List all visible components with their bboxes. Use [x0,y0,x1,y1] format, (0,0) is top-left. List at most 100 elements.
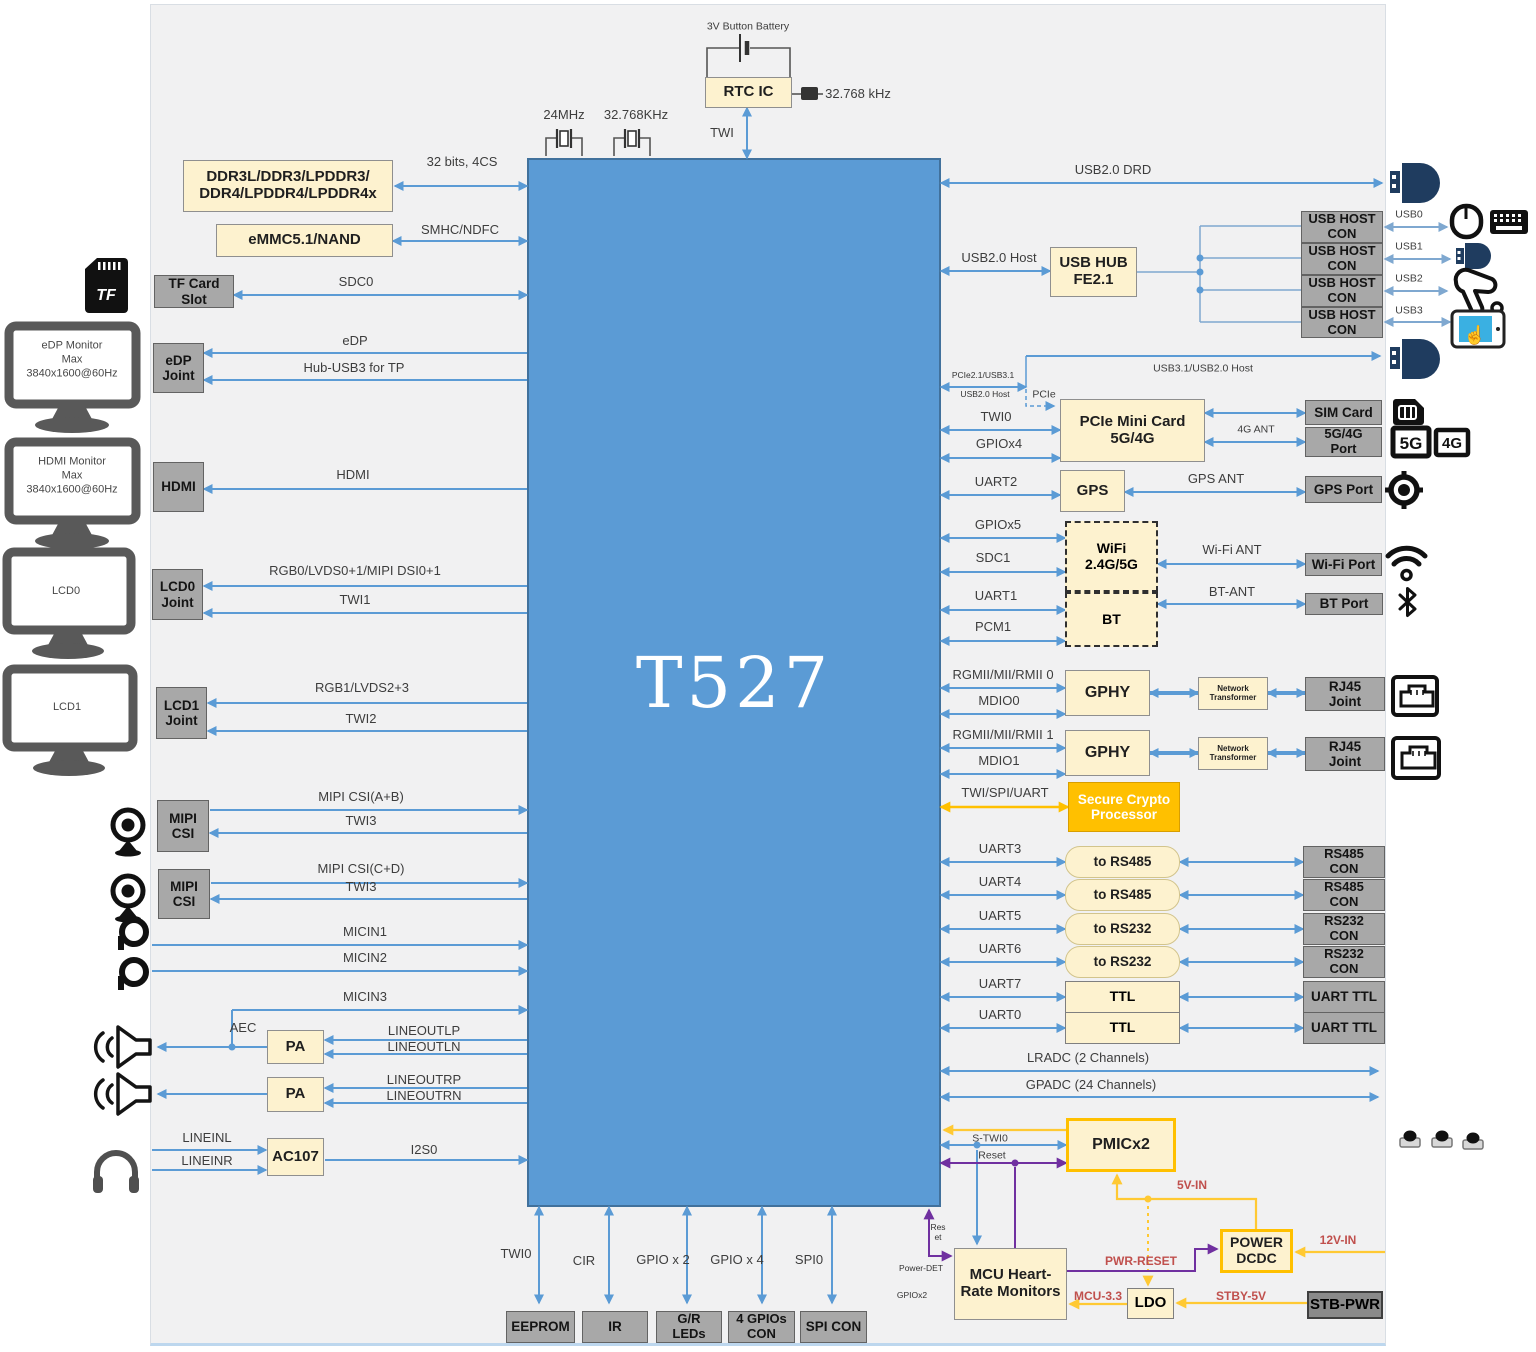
bus-uart0: UART0 [978,1007,1022,1023]
svg-text:☝: ☝ [1464,324,1486,346]
bus-s-twi0: S-TWI0 [972,1132,1008,1145]
rs485-conv-1-label: to RS485 [1093,887,1152,903]
bus-twi3-b: TWI3 [345,879,377,895]
lcd1-monitor-icon [2,664,138,776]
bus-sdc0: SDC0 [338,274,374,290]
rs232-conv-0: to RS232 [1065,913,1180,945]
rs232-conv-1-label: to RS232 [1093,954,1152,970]
rtc-crystal-icon [792,87,823,100]
ttl-conv-0-label: TTL [1109,988,1136,1005]
rtc-ic-label: RTC IC [723,83,774,101]
rs485-con-0: RS485 CON [1303,846,1385,878]
bus-uart5: UART5 [978,908,1022,924]
hdmi-monitor-icon [4,437,141,549]
bus-rgb0: RGB0/LVDS0+1/MIPI DSI0+1 [269,563,441,579]
ldo-label: LDO [1134,1294,1167,1312]
bus-twi0-btm: TWI0 [500,1246,532,1262]
bus-usb2: USB2 [1395,272,1423,285]
bus-mdio0: MDIO0 [978,693,1020,709]
bus-mipi-cd: MIPI CSI(C+D) [317,861,405,877]
rs232-con-0-label: RS232 CON [1324,913,1364,943]
pcie-mini-card: PCIe Mini Card 5G/4G [1060,399,1205,462]
junction-dot [1196,254,1204,262]
pmic: PMICx2 [1066,1118,1176,1172]
ttl-conv-1-label: TTL [1109,1019,1136,1036]
rj45-icon-2 [1391,736,1441,780]
bus-lineoutln: LINEOUTLN [387,1039,461,1055]
bus-lineinr: LINEINR [181,1153,233,1169]
bus-lineinl: LINEINL [182,1130,232,1146]
usb-drive-icon-drd [1390,163,1440,203]
ttl-conv-1: TTL [1065,1012,1180,1044]
usb-host-con-1-label: USB HOST CON [1308,243,1376,273]
hdmi-joint: HDMI [153,462,204,512]
bus-gpiox2-btm: GPIO x 2 [636,1252,690,1268]
gphy-0: GPHY [1065,670,1150,716]
bus-sdc1: SDC1 [975,550,1011,566]
stb-pwr: STB-PWR [1307,1291,1383,1319]
ac107-codec: AC107 [267,1138,324,1176]
bus-bt-ant: BT-ANT [1208,584,1256,600]
pcie-mini-card-label: PCIe Mini Card 5G/4G [1079,412,1186,447]
eeprom-label: EEPROM [511,1319,570,1335]
net-transformer-1-label: Network Transformer [1209,743,1257,762]
hdmi-monitor-text: HDMI Monitor Max 3840x1600@60Hz [26,455,118,495]
bus-uart6: UART6 [978,941,1022,957]
gr-leds: G/R LEDs [656,1311,722,1343]
pa-amp-2-label: PA [285,1085,306,1103]
sim-card-icon [1393,399,1424,425]
rs232-con-1-label: RS232 CON [1324,946,1364,976]
bus-pcie21-usb31: PCIe2.1/USB3.1 [951,369,1015,380]
gphy-1-label: GPHY [1084,744,1131,762]
rj45-joint-1: RJ45 Joint [1305,737,1385,771]
tf-card-slot-label: TF Card Slot [168,276,220,307]
pwr-reset: PWR-RESET [1105,1253,1177,1268]
secure-crypto: Secure Crypto Processor [1068,782,1180,832]
rtc-xtal-label: 32.768 kHz [825,86,891,102]
bus-res-et: Res et [930,1221,946,1242]
bus-usb20-drd: USB2.0 DRD [1074,162,1152,178]
rj45-icon-1 [1391,675,1439,717]
wire [1025,389,1056,411]
bus-lineoutlp: LINEOUTLP [387,1023,461,1039]
sim-card: SIM Card [1305,400,1382,425]
wire [923,1208,953,1262]
usb-drive-icon-usb1 [1456,243,1491,269]
wifi-port: Wi-Fi Port [1305,553,1382,576]
usb-host-con-3: USB HOST CON [1301,307,1383,338]
junction-dot [228,1043,236,1051]
wifi-module-label: WiFi 2.4G/5G [1085,539,1138,572]
gps-port-label: GPS Port [1313,481,1374,497]
edp-monitor-text: eDP Monitor Max 3840x1600@60Hz [26,339,118,379]
sim-card-label: SIM Card [1314,404,1373,420]
mipi-csi-a-label: MIPI CSI [169,810,197,841]
bus-uart7: UART7 [978,976,1022,992]
badge-5g-icon: 5G [1390,425,1432,459]
webcam-icon-1 [110,807,146,857]
uart-ttl-con-0-label: UART TTL [1311,989,1377,1005]
xtal-24mhz: 24MHz [543,107,585,123]
junction-dot [1196,268,1204,276]
ddr-memory: DDR3L/DDR3/LPDDR3/ DDR4/LPDDR4/LPDDR4x [183,160,393,212]
lcd0-joint-label: LCD0 Joint [159,579,196,610]
rs232-conv-0-label: to RS232 [1093,921,1152,937]
usb-host-con-0: USB HOST CON [1301,211,1383,243]
wifi-port-label: Wi-Fi Port [1311,556,1376,572]
rs485-con-0-label: RS485 CON [1324,846,1364,876]
rs485-con-1-label: RS485 CON [1324,879,1364,909]
mipi-csi-b: MIPI CSI [158,869,210,919]
crystal-32khz-icon [613,129,651,156]
speaker-icon-1 [93,1025,152,1069]
svg-text:TF: TF [96,287,117,304]
edp-joint: eDP Joint [153,343,204,393]
bus-usb31-host: USB3.1/USB2.0 Host [1153,362,1253,375]
eeprom: EEPROM [506,1311,575,1343]
wifi-module: WiFi 2.4G/5G [1065,521,1158,592]
rs485-con-1: RS485 CON [1303,879,1385,911]
mipi-csi-a: MIPI CSI [157,800,209,852]
edp-joint-label: eDP Joint [162,352,195,383]
bus-lradc: LRADC (2 Channels) [1026,1050,1150,1066]
rs485-conv-0-label: to RS485 [1093,854,1152,870]
touchscreen-icon: ☝ [1450,309,1506,349]
